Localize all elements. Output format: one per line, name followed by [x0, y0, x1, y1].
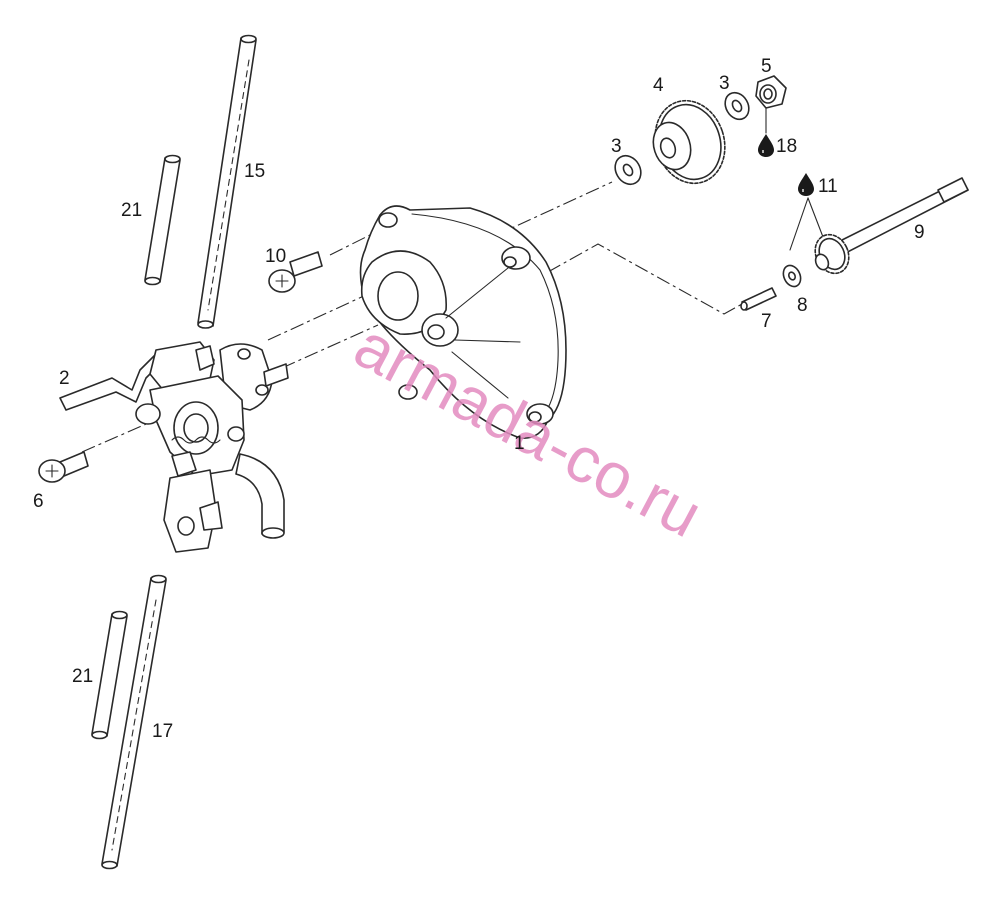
- gear-4: [652, 99, 726, 185]
- leader-11-a: [789, 197, 809, 251]
- callout-17: 17: [152, 721, 173, 742]
- callout-11: 11: [818, 176, 838, 197]
- callout-21-upper: 21: [121, 200, 142, 221]
- washer-3-right: [724, 91, 750, 121]
- callout-7: 7: [761, 311, 772, 332]
- callout-21-lower: 21: [72, 666, 93, 687]
- tube-21-lower: [91, 610, 128, 740]
- callout-10: 10: [265, 246, 286, 267]
- pump-body-2: [59, 341, 289, 553]
- callout-9: 9: [914, 222, 925, 243]
- callout-1: 1: [514, 433, 525, 454]
- callout-5: 5: [761, 56, 772, 77]
- callout-6: 6: [33, 491, 44, 512]
- washer-3-left: [614, 154, 642, 186]
- axis-line-pump-body: [281, 324, 379, 369]
- callout-3-right: 3: [719, 73, 730, 94]
- callout-labels: 1 2 3 3 4 5 6 7 8 9 10 11 15 17 18 21 21: [33, 56, 925, 742]
- callout-15: 15: [244, 161, 265, 182]
- oil-drop-icon: [798, 173, 814, 196]
- callout-2: 2: [59, 368, 70, 389]
- tube-15: [197, 34, 257, 329]
- pin-7: [740, 287, 777, 311]
- tube-17: [101, 574, 167, 870]
- callout-4: 4: [653, 75, 664, 96]
- shaft-9: [814, 177, 969, 275]
- cover-plate-1: [359, 205, 567, 439]
- callout-3-left: 3: [611, 136, 622, 157]
- screw-6: [38, 451, 89, 483]
- washer-8: [782, 264, 802, 288]
- oil-drop-icon: [758, 134, 774, 157]
- nut-5: [755, 75, 787, 109]
- axis-line-pin-7: [547, 243, 743, 315]
- screw-10: [268, 251, 323, 293]
- tube-21-upper: [144, 154, 181, 286]
- callout-18: 18: [776, 136, 797, 157]
- axis-line-washer-3: [267, 181, 613, 341]
- callout-8: 8: [797, 295, 808, 316]
